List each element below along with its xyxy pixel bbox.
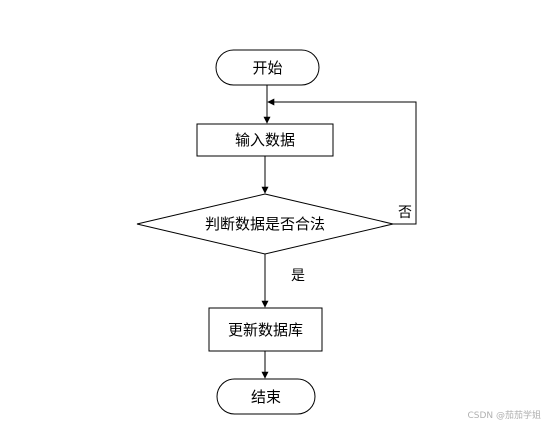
edge-no-loop xyxy=(267,98,417,225)
start-label: 开始 xyxy=(252,59,282,77)
update-label: 更新数据库 xyxy=(228,321,303,339)
start-node: 开始 xyxy=(215,49,320,86)
end-node: 结束 xyxy=(216,378,316,415)
input-node: 输入数据 xyxy=(196,123,334,157)
decision-node: 判断数据是否合法 xyxy=(136,193,394,255)
watermark-text: CSDN @茄茄学姐 xyxy=(467,411,541,421)
input-label: 输入数据 xyxy=(235,131,295,149)
decision-label: 判断数据是否合法 xyxy=(205,215,325,233)
no-label: 否 xyxy=(398,205,412,221)
update-node: 更新数据库 xyxy=(208,307,323,352)
yes-label: 是 xyxy=(291,268,305,284)
end-label: 结束 xyxy=(251,388,281,406)
